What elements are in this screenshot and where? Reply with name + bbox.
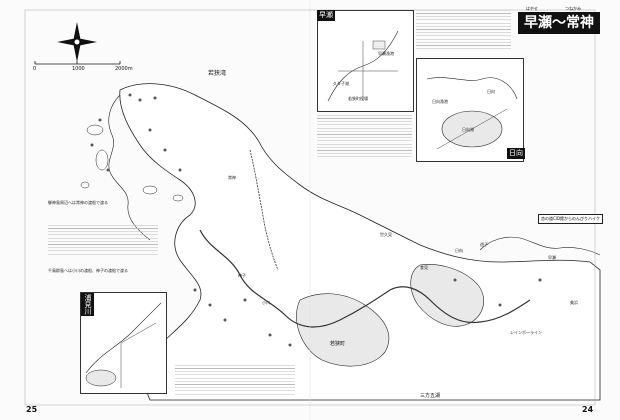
inset-urami — [80, 292, 167, 394]
note-mikami-ferry: 御神島周辺へは常神の渡船で渡る — [48, 200, 108, 205]
bottom-label: 三方五湖 — [420, 393, 441, 399]
inner-lake — [296, 293, 390, 367]
description-block-left — [48, 225, 158, 255]
coastal-road — [249, 149, 279, 271]
fishing-spot-markers — [90, 93, 542, 347]
inset-urami-map — [85, 302, 162, 388]
scale-label-end: 2000m — [115, 66, 133, 72]
hayase-label-3: 若狭町役場 — [348, 96, 368, 101]
east-lake — [410, 264, 484, 327]
label-rainbow-line: レインボーライン — [510, 330, 542, 335]
label-sekaku: 世久見 — [380, 232, 392, 237]
description-block-bottom — [175, 365, 295, 395]
description-block-mid — [317, 115, 412, 160]
hayase-label-1: 早瀬漁港 — [378, 51, 394, 56]
label-tsunekami: 常神 — [228, 175, 236, 180]
inset-hyuga: 日向湖 日向漁港 日向 — [416, 58, 524, 162]
title-ruby-right: つねかみ — [565, 6, 581, 11]
hiking-callout: 恋の道CID館からのんびりハイク — [538, 214, 603, 224]
scale-bar — [34, 61, 121, 65]
inset-urami-label: 浦見川 — [81, 293, 94, 316]
label-mikata: 美浜 — [570, 300, 578, 305]
hyuga-label-2: 日向漁港 — [432, 99, 448, 104]
west-coast — [108, 94, 151, 241]
inset-hyuga-label: 日向 — [507, 148, 525, 159]
lake-label: 若狭町 — [330, 341, 346, 347]
hayase-label-2: 久々子湖 — [333, 81, 349, 86]
label-yuu: 遊子 — [480, 242, 488, 247]
label-ogawa: 小川 — [262, 300, 270, 305]
scale-label-zero: 0 — [33, 66, 37, 72]
hyuga-label-3: 日向 — [487, 89, 495, 94]
inset-hayase-map — [327, 30, 399, 102]
description-block-top — [416, 10, 511, 50]
label-hyuga-town: 日向 — [455, 248, 463, 253]
sea-label: 若狭湾 — [208, 70, 227, 77]
title-ruby-left: はやせ — [526, 6, 538, 11]
page-number-right: 24 — [582, 405, 594, 414]
inset-hayase: 早瀬漁港 久々子湖 若狭町役場 — [317, 10, 414, 112]
page-number-left: 25 — [26, 405, 38, 414]
page-title: 早瀬〜常神 — [518, 12, 600, 34]
east-coast — [479, 236, 601, 256]
scale-label-mid: 1000 — [72, 66, 85, 72]
hyuga-label-1: 日向湖 — [462, 127, 474, 132]
islands-west — [80, 124, 184, 202]
label-kumo: 食見 — [420, 265, 428, 270]
peninsula-land — [119, 83, 601, 401]
note-chidori-ferry: 千鳥群島へは小川の渡船、神子の渡船で渡る — [48, 268, 128, 273]
inset-hayase-label: 早瀬 — [317, 10, 335, 21]
main-road — [199, 229, 531, 328]
label-mikomi: 神子 — [238, 273, 246, 278]
label-hayase-town: 早瀬 — [548, 255, 556, 260]
compass-icon — [57, 22, 97, 62]
inset-hyuga-map — [426, 77, 518, 150]
